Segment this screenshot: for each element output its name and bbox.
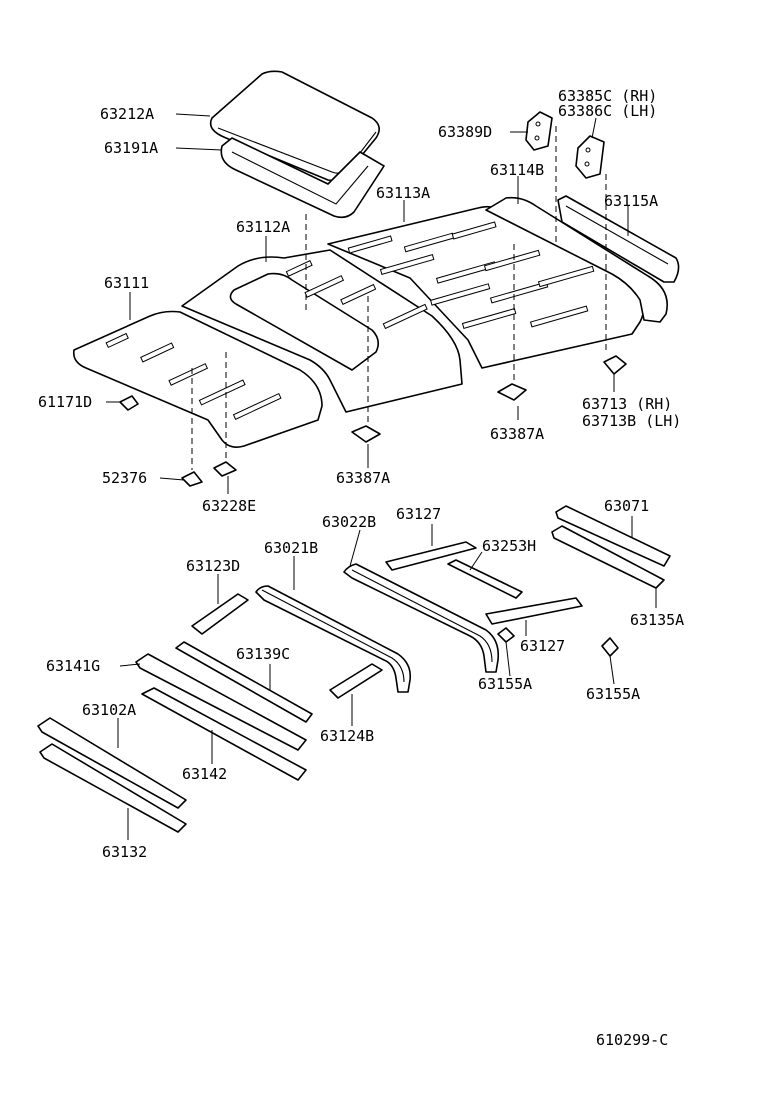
label-63713: 63713 (RH) [582,395,672,413]
label-63385C: 63385C (RH) [558,87,657,105]
part-63022B-rear-roof-rail[interactable] [343,563,500,673]
label-63387A-right: 63387A [490,425,544,443]
part-63021B-roof-bow[interactable] [255,585,412,693]
label-63141G: 63141G [46,657,100,675]
label-63132: 63132 [102,843,147,861]
label-63389D: 63389D [438,123,492,141]
part-63387A-clip-left[interactable] [351,425,381,443]
label-63155A-right: 63155A [586,685,640,703]
part-52376-clip[interactable] [181,471,203,487]
part-63385C-bracket[interactable] [575,135,605,179]
part-63071-rear-cross-member[interactable] [551,505,671,589]
label-63713B: 63713B (LH) [582,412,681,430]
label-63253H: 63253H [482,537,536,555]
part-63132-windshield-inner[interactable] [39,743,187,833]
label-63139C: 63139C [236,645,290,663]
label-63155A-left: 63155A [478,675,532,693]
part-63387A-clip-right[interactable] [497,383,527,401]
part-63102A-windshield-header[interactable] [37,717,187,809]
part-61171D-clip[interactable] [119,395,139,411]
part-63228E-clip[interactable] [213,461,237,477]
label-63102A: 63102A [82,701,136,719]
leader-lines [106,113,657,840]
label-63127-bottom: 63127 [520,637,565,655]
part-63139C-reinforcement[interactable] [175,641,313,723]
part-63123D-brace[interactable] [191,593,249,635]
part-63142-front-inner-header[interactable] [141,687,307,781]
part-63115A-rear-gusset[interactable] [557,195,680,283]
part-number-labels: 63212A 63191A 63385C (RH) 63386C (LH) 63… [38,87,684,1049]
label-63387A-left: 63387A [336,469,390,487]
label-63114B: 63114B [490,161,544,179]
part-63124B-brace[interactable] [329,663,383,699]
label-63123D: 63123D [186,557,240,575]
part-63155A-clip-right[interactable] [601,637,619,657]
assembly-guide-lines [191,126,607,470]
label-63112A: 63112A [236,218,290,236]
part-63389D-bracket[interactable] [525,111,553,151]
part-63155A-clip-left[interactable] [497,627,515,643]
label-63142: 63142 [182,765,227,783]
label-63113A: 63113A [376,184,430,202]
part-63713-clip[interactable] [603,355,627,375]
part-63127-top-bracket[interactable] [385,541,477,571]
label-63115A: 63115A [604,192,658,210]
roof-rib-slots [105,221,595,420]
part-63141G-front-header[interactable] [135,653,307,751]
part-63191A-sunroof-seal[interactable] [220,137,385,219]
label-63071: 63071 [604,497,649,515]
label-61171D: 61171D [38,393,92,411]
part-63253H-bracket[interactable] [447,559,523,599]
label-52376: 52376 [102,469,147,487]
label-63135A: 63135A [630,611,684,629]
label-63228E: 63228E [202,497,256,515]
label-63111: 63111 [104,274,149,292]
diagram-reference-id: 610299-C [596,1031,668,1049]
label-63386C: 63386C (LH) [558,102,657,120]
label-63127-top: 63127 [396,505,441,523]
label-63212A: 63212A [100,105,154,123]
label-63124B: 63124B [320,727,374,745]
label-63191A: 63191A [104,139,158,157]
roof-panel-assembly[interactable] [72,196,668,448]
label-63022B: 63022B [322,513,376,531]
label-63021B: 63021B [264,539,318,557]
part-63127-bottom-bracket[interactable] [485,597,583,625]
